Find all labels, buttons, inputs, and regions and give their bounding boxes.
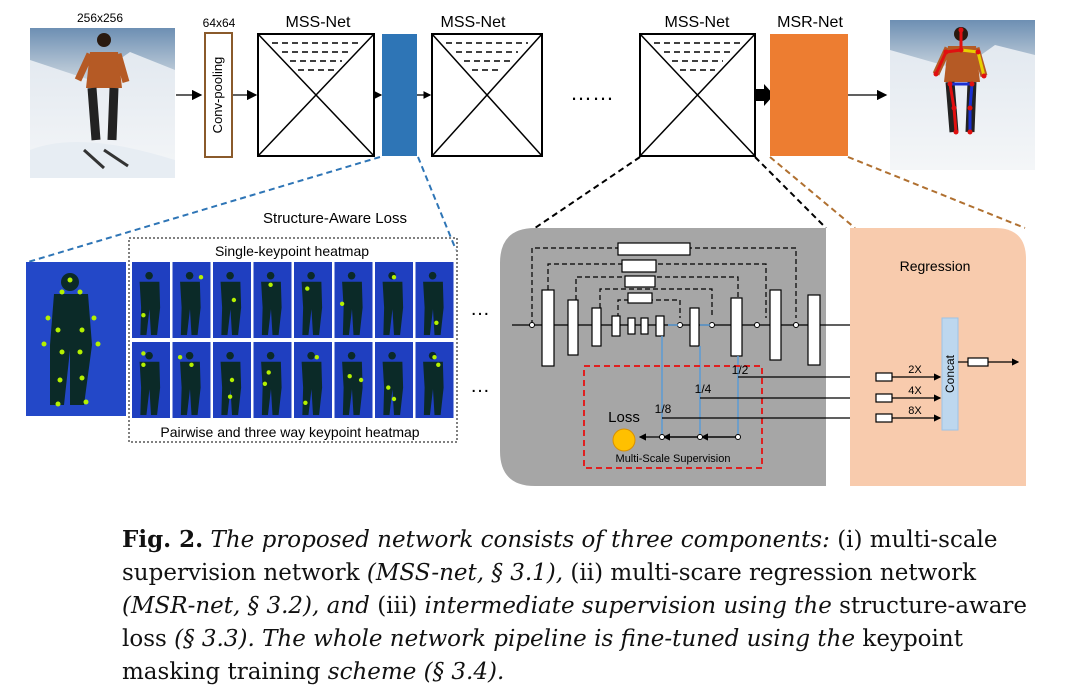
- caption-part: scheme: [327, 659, 417, 685]
- caption-part: (MSS-net, § 3.1),: [366, 560, 564, 586]
- figure-caption: Fig. 2. The proposed network consists of…: [122, 523, 1052, 689]
- mss-net-2: [431, 33, 543, 157]
- heatmap-tile: [253, 262, 292, 338]
- heatmap-tile: [253, 342, 292, 418]
- mss-detail-panel: [500, 228, 826, 486]
- input-photo: [30, 28, 175, 178]
- heatmap-tile: [294, 342, 332, 418]
- heatmap-tile: [213, 262, 251, 338]
- input-size-label: 256x256: [77, 11, 123, 25]
- mss-net-1: [257, 33, 375, 157]
- concat-label: Concat: [943, 354, 957, 393]
- structure-aware-loss-title: Structure-Aware Loss: [263, 210, 407, 227]
- top-ellipsis: ……: [570, 80, 614, 105]
- caption-part: (i) multi-scale supervision network: [122, 527, 998, 586]
- single-keypoint-heatmaps: [132, 262, 454, 338]
- skip-boxes: [617, 242, 691, 304]
- up-4x-label: 4X: [908, 385, 922, 397]
- upsample-blocks: [875, 372, 893, 423]
- caption-part: (iii): [377, 593, 418, 619]
- heatmap-tile: [415, 262, 454, 338]
- heatmap-group-frame: [128, 237, 458, 443]
- heatmap-tile: [334, 342, 373, 418]
- heatmap-tile: [172, 342, 211, 418]
- caption-part: structure-aware loss: [122, 593, 1028, 652]
- caption-part: (ii) multi-scare regression network: [570, 560, 977, 586]
- hourglass-layers: [541, 289, 821, 367]
- heatmap-tile: [132, 262, 170, 338]
- full-heatmap: [26, 262, 126, 416]
- single-keypoint-heatmap-label: Single-keypoint heatmap: [215, 243, 369, 259]
- concat-block: [941, 317, 959, 431]
- mss-net-3-label: MSS-Net: [665, 14, 730, 31]
- heatmap-tile: [294, 262, 332, 338]
- figure-label: Fig. 2.: [122, 526, 204, 553]
- structure-aware-loss-block: [382, 34, 417, 156]
- up-8x-label: 8X: [908, 405, 922, 417]
- heatmap-tile: [334, 262, 373, 338]
- conv-size-label: 64x64: [203, 16, 236, 30]
- supervision-taps: [661, 324, 739, 437]
- multi-scale-supervision-label: Multi-Scale Supervision: [616, 453, 731, 465]
- msr-net-block: [770, 34, 848, 156]
- caption-part: The proposed network consists of three c…: [210, 527, 830, 553]
- scale-half-label: 1/2: [732, 363, 749, 377]
- msr-net-label: MSR-Net: [777, 14, 843, 31]
- caption-part: (§ 3.4).: [423, 659, 505, 685]
- output-photo: [890, 20, 1035, 170]
- scale-quarter-label: 1/4: [695, 382, 712, 396]
- heatmap-tile: [213, 342, 251, 418]
- mss-net-1-label: MSS-Net: [286, 14, 351, 31]
- mss-net-3: [639, 33, 756, 157]
- heatmap-tile: [132, 342, 170, 418]
- heatmap-ellipsis-2: …: [470, 375, 490, 397]
- heatmap-tile: [172, 262, 211, 338]
- caption-part: (MSR-net, § 3.2), and: [122, 593, 370, 619]
- pairwise-heatmap-label: Pairwise and three way keypoint heatmap: [160, 424, 419, 440]
- up-2x-label: 2X: [908, 364, 922, 376]
- pairwise-keypoint-heatmaps: [132, 342, 454, 418]
- conv-pooling-block: [204, 32, 233, 158]
- conv-pooling-label: Conv-pooling: [210, 57, 225, 134]
- scale-eighth-label: 1/8: [655, 402, 672, 416]
- heatmap-tile: [375, 342, 413, 418]
- mss-net-2-label: MSS-Net: [441, 14, 506, 31]
- loss-circle: [612, 428, 636, 452]
- regression-panel: [850, 228, 1026, 486]
- regression-label: Regression: [900, 258, 971, 274]
- caption-part: (§ 3.3). The whole network pipeline is f…: [174, 626, 856, 652]
- heatmap-tile: [415, 342, 454, 418]
- heatmap-tile: [375, 262, 413, 338]
- loss-label: Loss: [608, 409, 640, 426]
- network-diagram: 256x256 64x64 Conv-pooling MSS-Net MSS-N…: [26, 11, 1035, 486]
- caption-part: intermediate supervision using the: [424, 593, 832, 619]
- heatmap-ellipsis-1: …: [470, 298, 490, 320]
- regression-output-block: [967, 357, 989, 367]
